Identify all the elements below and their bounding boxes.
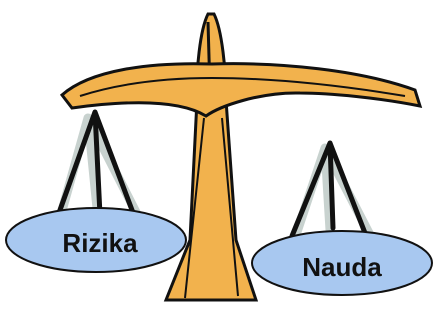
left-pan-label: Rizika (62, 228, 138, 258)
right-pan-strings (292, 143, 370, 238)
right-pan-label: Nauda (302, 252, 382, 282)
scale-post (166, 14, 256, 300)
left-pan: Rizika (6, 208, 186, 272)
right-pan: Nauda (252, 231, 432, 295)
